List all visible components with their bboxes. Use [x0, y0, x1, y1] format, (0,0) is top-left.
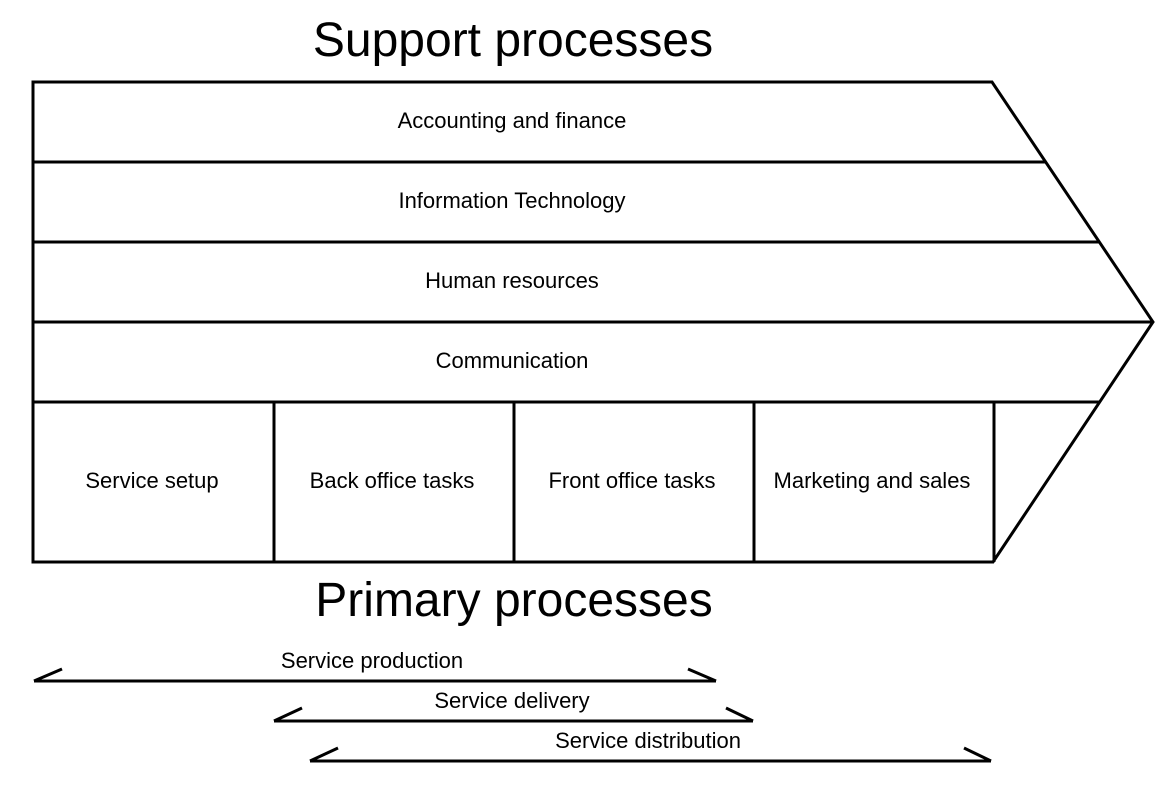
span-tick-left: [33, 667, 63, 683]
value-chain-arrow-outline: [31, 80, 1155, 564]
support-lane-label: Accounting and finance: [398, 108, 627, 133]
span-label-service-distribution: Service distribution: [555, 728, 741, 753]
primary-process-label: Back office tasks: [310, 468, 475, 493]
primary-processes-title: Primary processes: [315, 574, 712, 627]
span-label-service-delivery: Service delivery: [434, 688, 589, 713]
primary-process-label: Front office tasks: [548, 468, 715, 493]
primary-process-label: Service setup: [85, 468, 218, 493]
primary-process-label: Marketing and sales: [774, 468, 971, 493]
support-processes-title: Support processes: [313, 14, 713, 67]
support-lane-label: Human resources: [425, 268, 599, 293]
support-lane-label: Communication: [436, 348, 589, 373]
span-tick-left: [309, 746, 339, 763]
span-tick-right: [963, 746, 992, 763]
span-tick-right: [687, 667, 717, 683]
span-label-service-production: Service production: [281, 648, 463, 673]
span-tick-right: [725, 706, 754, 723]
span-tick-left: [273, 706, 303, 723]
support-lane-label: Information Technology: [398, 188, 625, 213]
